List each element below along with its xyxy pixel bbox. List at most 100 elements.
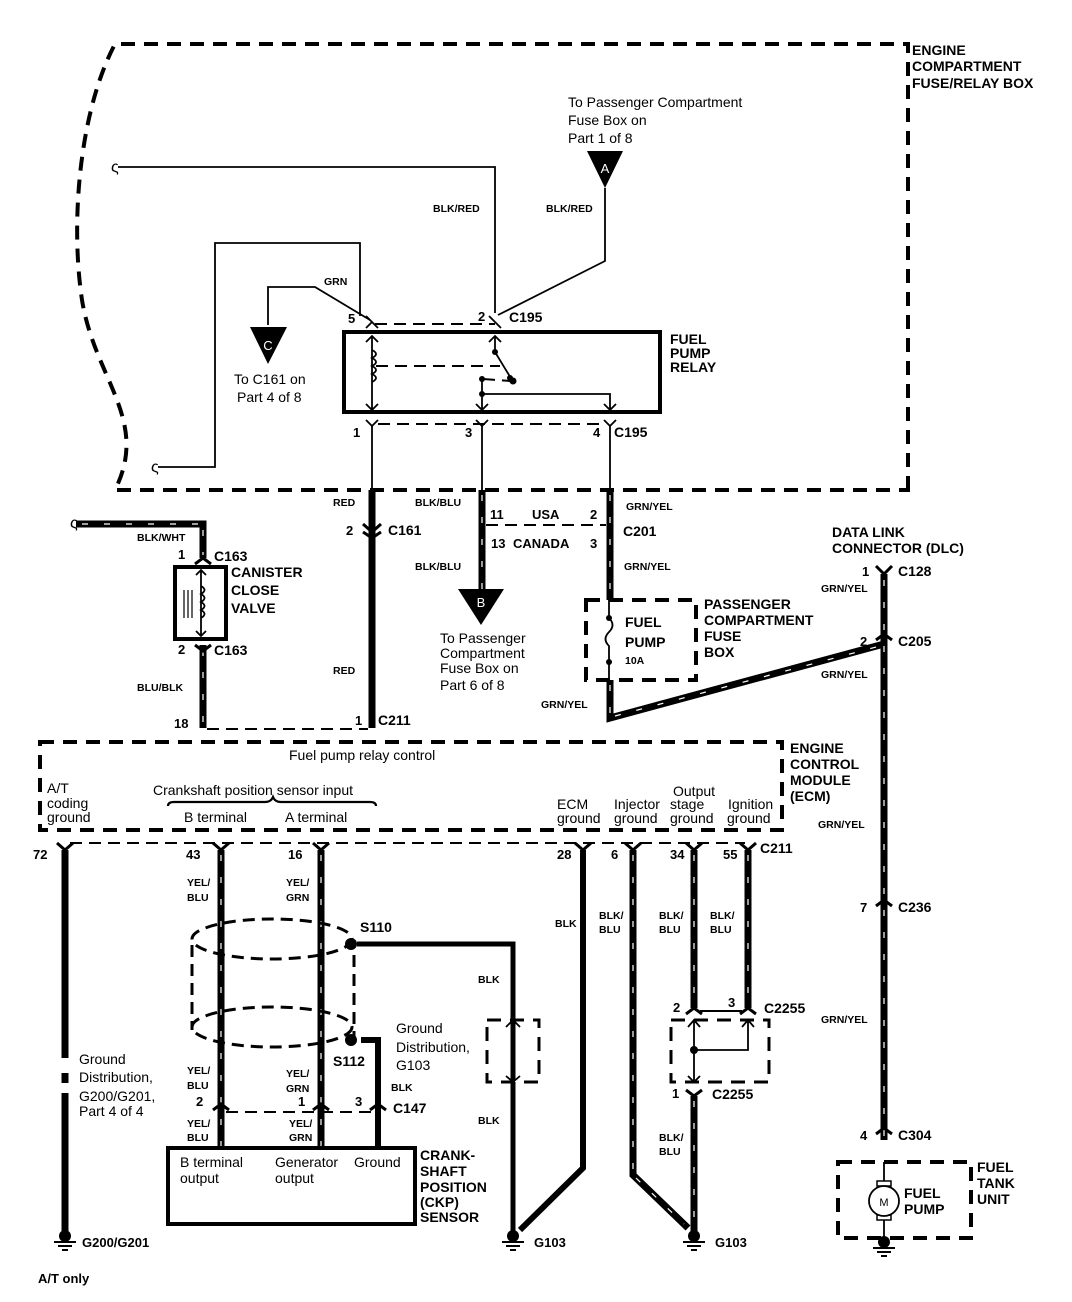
svg-text:55: 55 — [723, 847, 737, 862]
ecm-box[interactable] — [38, 740, 784, 832]
svg-text:28: 28 — [557, 847, 571, 862]
svg-text:BLK: BLK — [478, 1115, 500, 1127]
connector-c128: C128 — [898, 563, 932, 579]
connector-c201: C201 — [623, 523, 657, 539]
svg-text:6: 6 — [611, 847, 618, 862]
fuel-tank-unit-label: FUEL TANK UNIT — [977, 1159, 1019, 1207]
svg-text:BLK/BLU: BLK/BLU — [659, 910, 684, 936]
svg-text:GRN/YEL: GRN/YEL — [821, 1014, 868, 1026]
ckp-sensor-label: CRANK- SHAFT POSITION (CKP) SENSOR — [420, 1147, 491, 1225]
connector-c161: C161 — [388, 522, 422, 538]
wire-blk-s112 — [361, 1037, 381, 1148]
passenger-fuse-box[interactable] — [584, 598, 698, 682]
svg-text:A: A — [601, 161, 610, 176]
svg-text:Ignition ground: Ignition ground — [727, 796, 777, 826]
engine-fuse-box-outline — [75, 42, 910, 492]
fuel-pump-motor-icon: M — [868, 1185, 900, 1217]
relay-internals — [365, 334, 617, 412]
svg-text:GRN/YEL: GRN/YEL — [818, 819, 865, 831]
c2255-junction-box — [669, 1018, 771, 1084]
connector-c236: C236 — [898, 899, 932, 915]
svg-text:1: 1 — [298, 1094, 305, 1109]
svg-text:ECM ground: ECM ground — [557, 796, 601, 826]
svg-text:A/T coding ground: A/T coding ground — [47, 780, 92, 825]
svg-text:BLK/BLU: BLK/BLU — [710, 910, 735, 936]
ground-g200-icon — [53, 1229, 77, 1251]
canister-close-valve-label: CANISTER CLOSE VALVE — [231, 564, 306, 616]
svg-text:GRN/YEL: GRN/YEL — [624, 561, 671, 573]
svg-text:GRN/YEL: GRN/YEL — [626, 501, 673, 513]
ecm-ckp-input: Crankshaft position sensor input — [153, 782, 353, 798]
svg-text:1: 1 — [672, 1086, 679, 1101]
ref-b-triangle-icon[interactable]: B — [458, 589, 504, 625]
svg-text:RED: RED — [333, 665, 356, 677]
svg-text:2: 2 — [478, 309, 485, 324]
svg-text:YEL/GRN: YEL/GRN — [286, 877, 309, 904]
svg-text:GRN/YEL: GRN/YEL — [821, 669, 868, 681]
wire-grn-yel-2 — [606, 640, 885, 723]
svg-text:BLU/BLK: BLU/BLK — [137, 682, 183, 694]
connector-c163-bottom: C163 — [214, 642, 248, 658]
connector-c195-bottom: C195 — [614, 424, 648, 440]
svg-text:43: 43 — [186, 847, 200, 862]
connector-c211-top: C211 — [378, 712, 411, 728]
wire-label-blk-red-2: BLK/RED — [546, 203, 593, 215]
splice-s110 — [345, 938, 357, 950]
svg-text:S112: S112 — [333, 1053, 365, 1069]
svg-text:BLK: BLK — [391, 1082, 413, 1094]
svg-text:BLK: BLK — [555, 918, 577, 930]
svg-text:B: B — [477, 595, 486, 610]
svg-text:3: 3 — [465, 425, 472, 440]
dlc-label: DATA LINK CONNECTOR (DLC) — [832, 524, 964, 556]
svg-text:GRN/YEL: GRN/YEL — [821, 583, 868, 595]
ref-a-triangle-icon[interactable]: A — [587, 151, 623, 188]
svg-text:2: 2 — [673, 1000, 680, 1015]
svg-text:A terminal: A terminal — [285, 809, 347, 825]
ref-c-text: To C161 on Part 4 of 8 — [234, 371, 310, 405]
svg-text:RED: RED — [333, 497, 356, 509]
svg-text:1: 1 — [178, 547, 185, 562]
footnote-at-only: A/T only — [38, 1271, 90, 1286]
svg-text:3: 3 — [355, 1094, 362, 1109]
fuel-pump-relay[interactable] — [342, 330, 662, 414]
connector-c147: C147 — [393, 1100, 427, 1116]
svg-text:C: C — [263, 338, 272, 353]
svg-text:BLK/WHT: BLK/WHT — [137, 532, 186, 544]
svg-text:BLK/BLU: BLK/BLU — [415, 561, 461, 573]
connector-c205: C205 — [898, 633, 932, 649]
svg-text:USA: USA — [532, 507, 560, 522]
svg-text:34: 34 — [670, 847, 685, 862]
ref-c-triangle-icon[interactable]: C — [250, 327, 287, 364]
svg-text:3: 3 — [590, 536, 597, 551]
svg-text:11: 11 — [490, 507, 504, 522]
svg-text:2: 2 — [178, 642, 185, 657]
svg-text:1: 1 — [355, 713, 362, 728]
wire-label-grn: GRN — [324, 276, 347, 288]
ref-g200-text: Ground Distribution, G200/G201, Part 4 o… — [79, 1051, 159, 1119]
svg-text:YEL/BLU: YEL/BLU — [187, 1065, 210, 1092]
fuse-rating: 10A — [625, 655, 645, 667]
svg-text:BLK: BLK — [478, 974, 500, 986]
svg-text:Injector ground: Injector ground — [614, 796, 664, 826]
connector-c2255-bottom: C2255 — [712, 1086, 753, 1102]
splice-s112 — [345, 1034, 357, 1046]
svg-text:ς: ς — [111, 159, 119, 176]
svg-text:72: 72 — [33, 847, 47, 862]
svg-text:YEL/GRN: YEL/GRN — [289, 1118, 312, 1144]
svg-text:YEL/GRN: YEL/GRN — [286, 1068, 309, 1095]
fuse-label: FUEL PUMP — [625, 614, 665, 650]
fuel-pump-label: FUEL PUMP — [904, 1185, 944, 1217]
svg-text:ς: ς — [70, 515, 78, 532]
svg-text:4: 4 — [593, 425, 601, 440]
fuel-tank-unit[interactable] — [836, 1160, 973, 1240]
ecm-label: ENGINE CONTROL MODULE (ECM) — [790, 740, 863, 804]
canister-close-valve[interactable] — [173, 565, 228, 641]
ref-a-text: To Passenger Compartment Fuse Box on Par… — [568, 94, 746, 146]
ecm-relay-control: Fuel pump relay control — [289, 747, 435, 763]
svg-text:B terminal: B terminal — [184, 809, 247, 825]
wire-blk-red-left — [118, 166, 496, 313]
connector-c2255-top: C2255 — [764, 1000, 805, 1016]
ckp-sensor[interactable] — [166, 1146, 417, 1226]
